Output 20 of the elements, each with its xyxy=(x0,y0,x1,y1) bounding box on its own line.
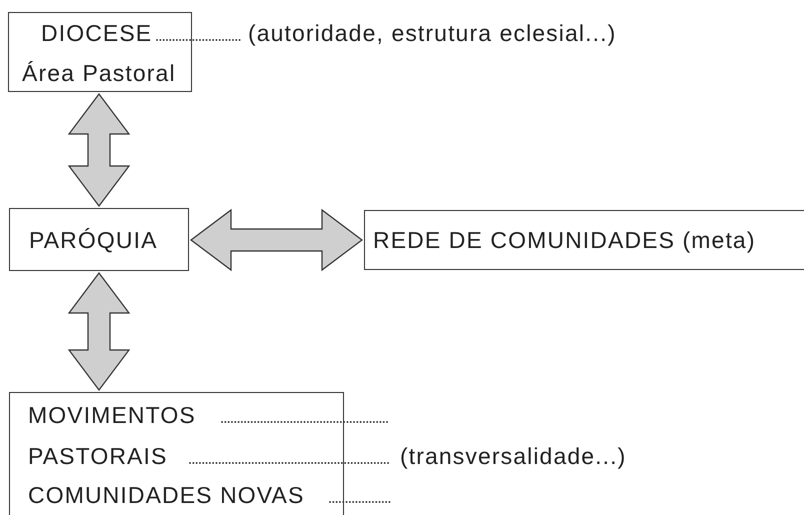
text-box xyxy=(8,12,192,92)
box-label: PASTORAIS xyxy=(28,443,168,469)
text-box xyxy=(9,208,189,271)
double-block-arrow xyxy=(68,272,130,391)
side-note: (transversalidade...) xyxy=(400,443,626,469)
leader-line xyxy=(221,421,391,423)
box-label: COMUNIDADES NOVAS xyxy=(28,482,304,508)
side-note: (autoridade, estrutura eclesial...) xyxy=(248,20,616,46)
leader-line xyxy=(156,39,243,41)
double-block-arrow xyxy=(190,208,363,272)
box-label: PARÓQUIA xyxy=(29,227,158,253)
box-label: Área Pastoral xyxy=(22,60,176,86)
leader-line xyxy=(189,462,391,464)
double-block-arrow xyxy=(68,93,130,207)
text-box xyxy=(364,210,804,270)
leader-line xyxy=(329,501,391,503)
text-box xyxy=(9,392,344,515)
box-label: REDE DE COMUNIDADES (meta) xyxy=(373,227,756,253)
box-label: MOVIMENTOS xyxy=(28,402,196,428)
box-label: DIOCESE xyxy=(41,20,152,46)
